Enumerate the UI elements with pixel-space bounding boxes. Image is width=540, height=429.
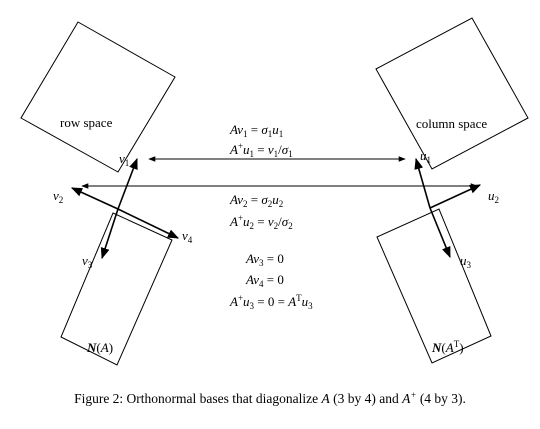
nullspace-a-label: N(A) <box>86 340 113 355</box>
svd-diagram: row space column space N(A) N(AT) v1 v2 … <box>20 17 529 366</box>
equation-aplus-u3: A+u3 = 0 = ATu3 <box>229 293 313 311</box>
v2-label: v2 <box>53 188 63 205</box>
column-space-label: column space <box>416 116 487 131</box>
u2-arrow <box>429 184 482 209</box>
figure-caption: Figure 2: Orthonormal bases that diagona… <box>0 390 540 408</box>
v1-label: v1 <box>119 151 129 168</box>
equation-aplus-u1: A+u1 = v1/σ1 <box>229 141 293 159</box>
equation-av1: Av1 = σ1u1 <box>229 122 283 139</box>
v3-arrow <box>100 208 119 260</box>
nullspace-at-rect <box>376 208 492 364</box>
v2-arrow <box>70 187 119 210</box>
row-space-rect <box>20 21 176 173</box>
caption-prefix: Figure 2: Orthonormal bases that diagona… <box>74 391 319 406</box>
v4-label: v4 <box>182 228 193 245</box>
column-space-rect <box>375 17 529 170</box>
caption-a-dims: (3 by 4) and <box>333 391 399 406</box>
nullspace-at-label: N(AT) <box>431 339 464 355</box>
equation-av4: Av4 = 0 <box>245 272 284 289</box>
u3-label: u3 <box>460 253 472 270</box>
equation-av3: Av3 = 0 <box>245 251 284 268</box>
u1-arrow <box>414 157 431 209</box>
equation-aplus-u2: A+u2 = v2/σ2 <box>229 213 293 231</box>
v4-arrow <box>117 208 180 239</box>
caption-a: A <box>321 391 330 406</box>
caption-aplus-dims: (4 by 3). <box>419 391 466 406</box>
u3-arrow <box>429 207 451 259</box>
u2-label: u2 <box>488 188 499 205</box>
nullspace-a-rect <box>60 212 173 366</box>
row-space-label: row space <box>60 115 113 130</box>
u1-label: u1 <box>420 148 431 165</box>
equation-av2: Av2 = σ2u2 <box>229 192 283 209</box>
caption-aplus: A+ <box>402 390 417 407</box>
v3-label: v3 <box>82 253 93 270</box>
